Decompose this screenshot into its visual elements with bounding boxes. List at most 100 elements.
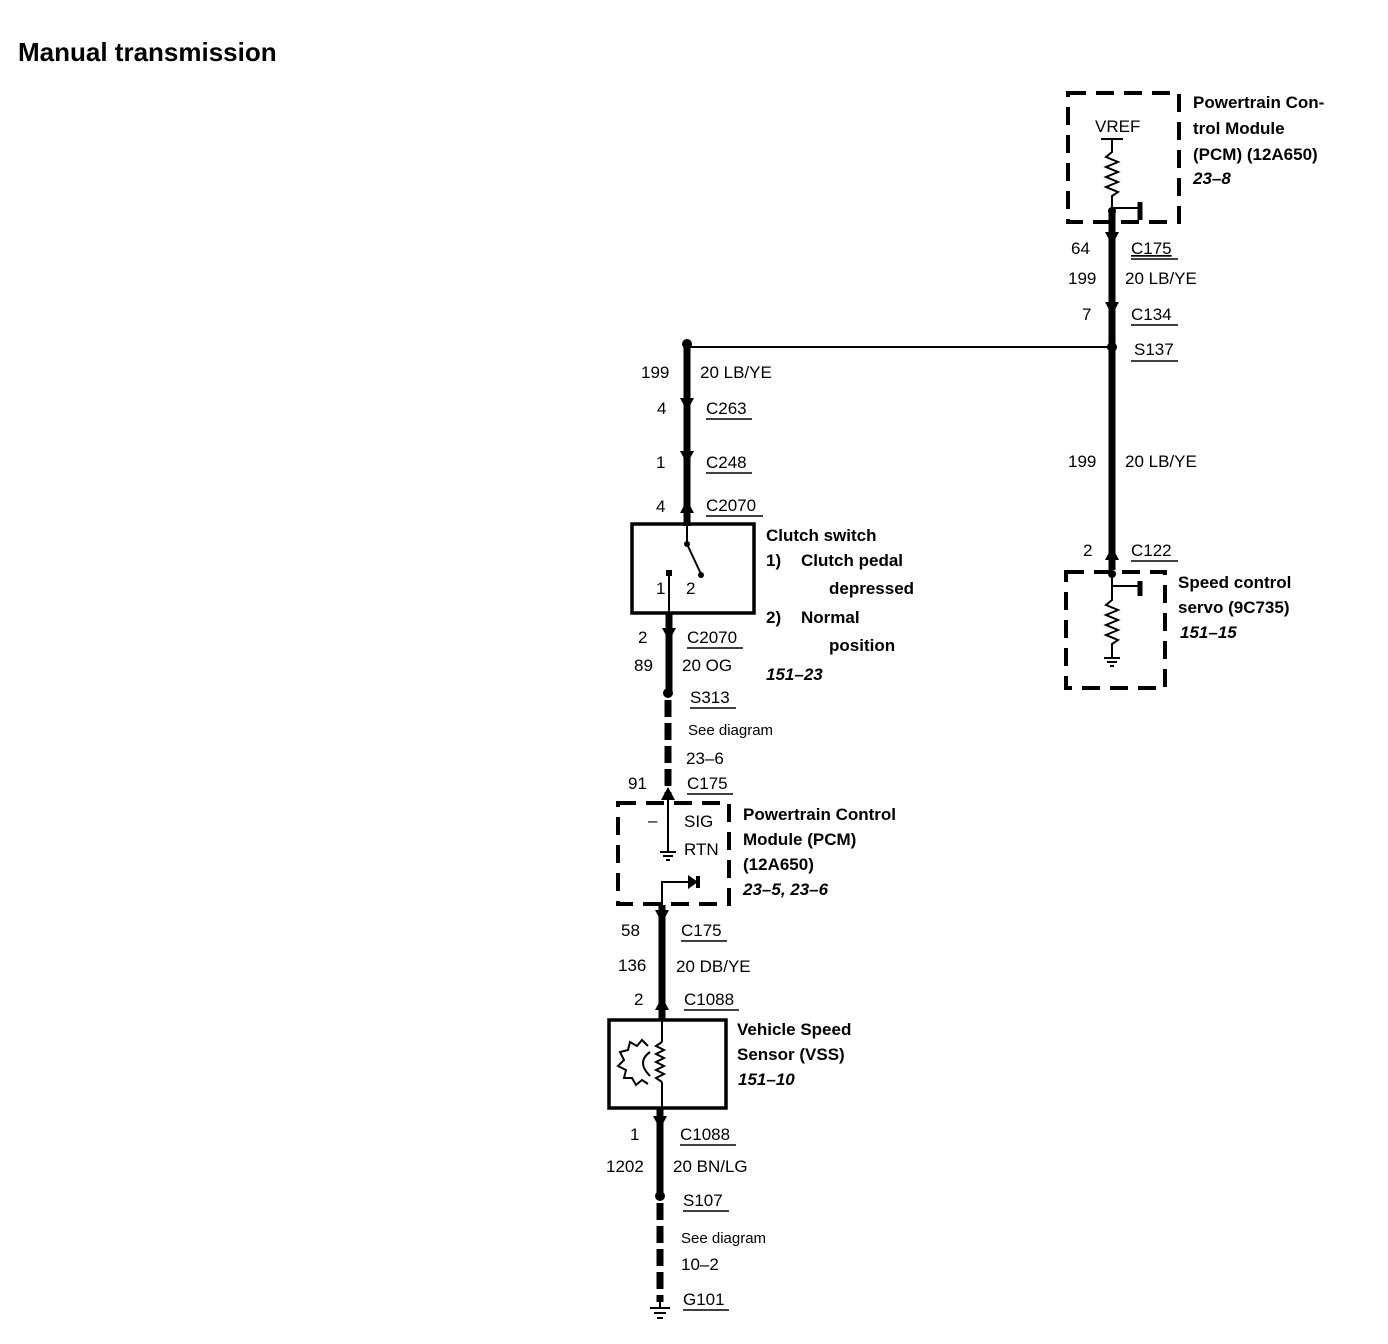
c2070-top-connector-icon xyxy=(680,500,694,513)
pcm-top-name-line2: trol Module xyxy=(1193,119,1285,138)
right-circuit-number-2: 199 xyxy=(1068,452,1096,471)
c175-mid-pin: 91 xyxy=(628,774,647,793)
pcm-top-dashed-box xyxy=(1066,91,1181,224)
right-branch-wire: 64 C175 199 20 LB/YE 7 C134 S137 199 20 … xyxy=(1068,211,1197,570)
right-circuit-number: 199 xyxy=(1068,269,1096,288)
c1088-top-label: C1088 xyxy=(684,990,734,1009)
vss-coil-icon xyxy=(653,1041,667,1083)
c134-connector-icon xyxy=(1105,302,1119,315)
c2070-top-label: C2070 xyxy=(706,496,756,515)
clutch-switch-contact-icon xyxy=(666,570,672,576)
pcm-top-module: VREF Powertrain Con- trol Module (PCM) (… xyxy=(1066,91,1324,224)
c2070-bottom-label: C2070 xyxy=(687,628,737,647)
c1088-bottom-connector-icon xyxy=(653,1116,667,1129)
right-wire-color-2: 20 LB/YE xyxy=(1125,452,1197,471)
s107-label: S107 xyxy=(683,1191,723,1210)
clutch-switch-term2: 2 xyxy=(686,579,695,598)
pcm-mid-module: – SIG RTN Powertrain Control Module (PCM… xyxy=(616,800,896,910)
c1088-bottom-label: C1088 xyxy=(680,1125,730,1144)
s313-label: S313 xyxy=(690,688,730,707)
c2070-bottom-connector-icon xyxy=(662,628,676,641)
c248-label: C248 xyxy=(706,453,747,472)
servo-name-line1: Speed control xyxy=(1178,573,1291,592)
pcm-mid-name-line1: Powertrain Control xyxy=(743,805,896,824)
c122-pin: 2 xyxy=(1083,541,1092,560)
pcm-top-name-line3: (PCM) (12A650) xyxy=(1193,145,1318,164)
c175-mid-connector-icon xyxy=(661,787,675,800)
pcm-mid-ref: 23–5, 23–6 xyxy=(742,880,829,899)
s107-see-diagram: See diagram xyxy=(681,1230,766,1247)
vss-ref: 151–10 xyxy=(738,1070,795,1089)
pcm-mid-sig: SIG xyxy=(684,812,713,831)
c175-bottom-connector-icon xyxy=(655,910,669,923)
servo-resistor-icon xyxy=(1103,574,1121,658)
c1088-top-connector-icon xyxy=(655,997,669,1010)
pcm-top-ref: 23–8 xyxy=(1192,169,1231,188)
vss-circuit-number: 136 xyxy=(618,956,646,975)
c134-label: C134 xyxy=(1131,305,1172,324)
clutch-switch-pos2-line1: Normal xyxy=(801,608,860,627)
vss-branch-wire: 58 C175 136 20 DB/YE 2 C1088 xyxy=(618,905,751,1020)
pcm-mid-rtn: RTN xyxy=(684,840,719,859)
c263-pin: 4 xyxy=(657,399,666,418)
c1088-top-pin: 2 xyxy=(634,990,643,1009)
clutch-switch-box xyxy=(630,522,756,615)
s313-splice-dot xyxy=(663,688,673,698)
vss-name-line1: Vehicle Speed xyxy=(737,1020,851,1039)
clutch-switch-term1: 1 xyxy=(656,579,665,598)
clutch-switch-pos2-line2: position xyxy=(829,636,895,655)
servo-name-line2: servo (9C735) xyxy=(1178,598,1290,617)
clutch-switch-pos1-line2: depressed xyxy=(829,579,914,598)
vss-box xyxy=(607,1018,728,1110)
clutch-switch-ref: 151–23 xyxy=(766,665,823,684)
right-wire-color: 20 LB/YE xyxy=(1125,269,1197,288)
c263-label: C263 xyxy=(706,399,747,418)
c175-top-label: C175 xyxy=(1131,239,1172,258)
clutch-switch-pos1-line1: Clutch pedal xyxy=(801,551,903,570)
c1088-bottom-pin: 1 xyxy=(630,1125,639,1144)
c175-top-connector-icon xyxy=(1105,232,1119,245)
c248-connector-icon xyxy=(680,451,694,464)
clutch-switch-name: Clutch switch xyxy=(766,526,877,545)
servo-ref: 151–15 xyxy=(1180,623,1237,642)
pcm-mid-minus: – xyxy=(648,811,658,830)
og-wire-color: 20 OG xyxy=(682,656,732,675)
servo-dashed-box xyxy=(1064,570,1167,690)
c134-pin: 7 xyxy=(1082,305,1091,324)
vss-wire-color: 20 DB/YE xyxy=(676,957,751,976)
ground-circuit-number: 1202 xyxy=(606,1157,644,1176)
c2070-top-pin: 4 xyxy=(656,497,665,516)
og-branch-wire: 2 C2070 89 20 OG S313 See diagram 23–6 9… xyxy=(628,613,773,800)
og-circuit-number: 89 xyxy=(634,656,653,675)
pcm-top-vref-label: VREF xyxy=(1095,117,1140,136)
c263-connector-icon xyxy=(680,398,694,411)
clutch-switch-pos1-num: 1) xyxy=(766,551,781,570)
pcm-top-resistor-icon xyxy=(1103,139,1121,211)
pcm-top-name-line1: Powertrain Con- xyxy=(1193,93,1324,112)
pcm-mid-dashed-box xyxy=(616,801,731,906)
left-branch-wire: 199 20 LB/YE 4 C263 1 C248 4 C2070 xyxy=(641,339,772,526)
s313-see-ref: 23–6 xyxy=(686,749,724,768)
left-wire-color: 20 LB/YE xyxy=(700,363,772,382)
clutch-switch-pos2-num: 2) xyxy=(766,608,781,627)
c122-label: C122 xyxy=(1131,541,1172,560)
c175-mid-label: C175 xyxy=(687,774,728,793)
c248-pin: 1 xyxy=(656,453,665,472)
c175-top-pin: 64 xyxy=(1071,239,1090,258)
page-title: Manual transmission xyxy=(18,37,277,67)
s137-label: S137 xyxy=(1134,340,1174,359)
vss-reluctor-icon xyxy=(616,1038,651,1087)
left-circuit-number: 199 xyxy=(641,363,669,382)
speed-control-servo: Speed control servo (9C735) 151–15 xyxy=(1064,570,1291,690)
pcm-mid-name-line2: Module (PCM) xyxy=(743,830,856,849)
clutch-switch-blade-icon xyxy=(686,543,702,575)
g101-label: G101 xyxy=(683,1290,725,1309)
ground-wire-color: 20 BN/LG xyxy=(673,1157,748,1176)
pcm-mid-name-line3: (12A650) xyxy=(743,855,814,874)
c2070-bottom-pin: 2 xyxy=(638,628,647,647)
c175-bottom-label: C175 xyxy=(681,921,722,940)
s107-splice-dot xyxy=(655,1191,665,1201)
s107-see-ref: 10–2 xyxy=(681,1255,719,1274)
c175-bottom-pin: 58 xyxy=(621,921,640,940)
